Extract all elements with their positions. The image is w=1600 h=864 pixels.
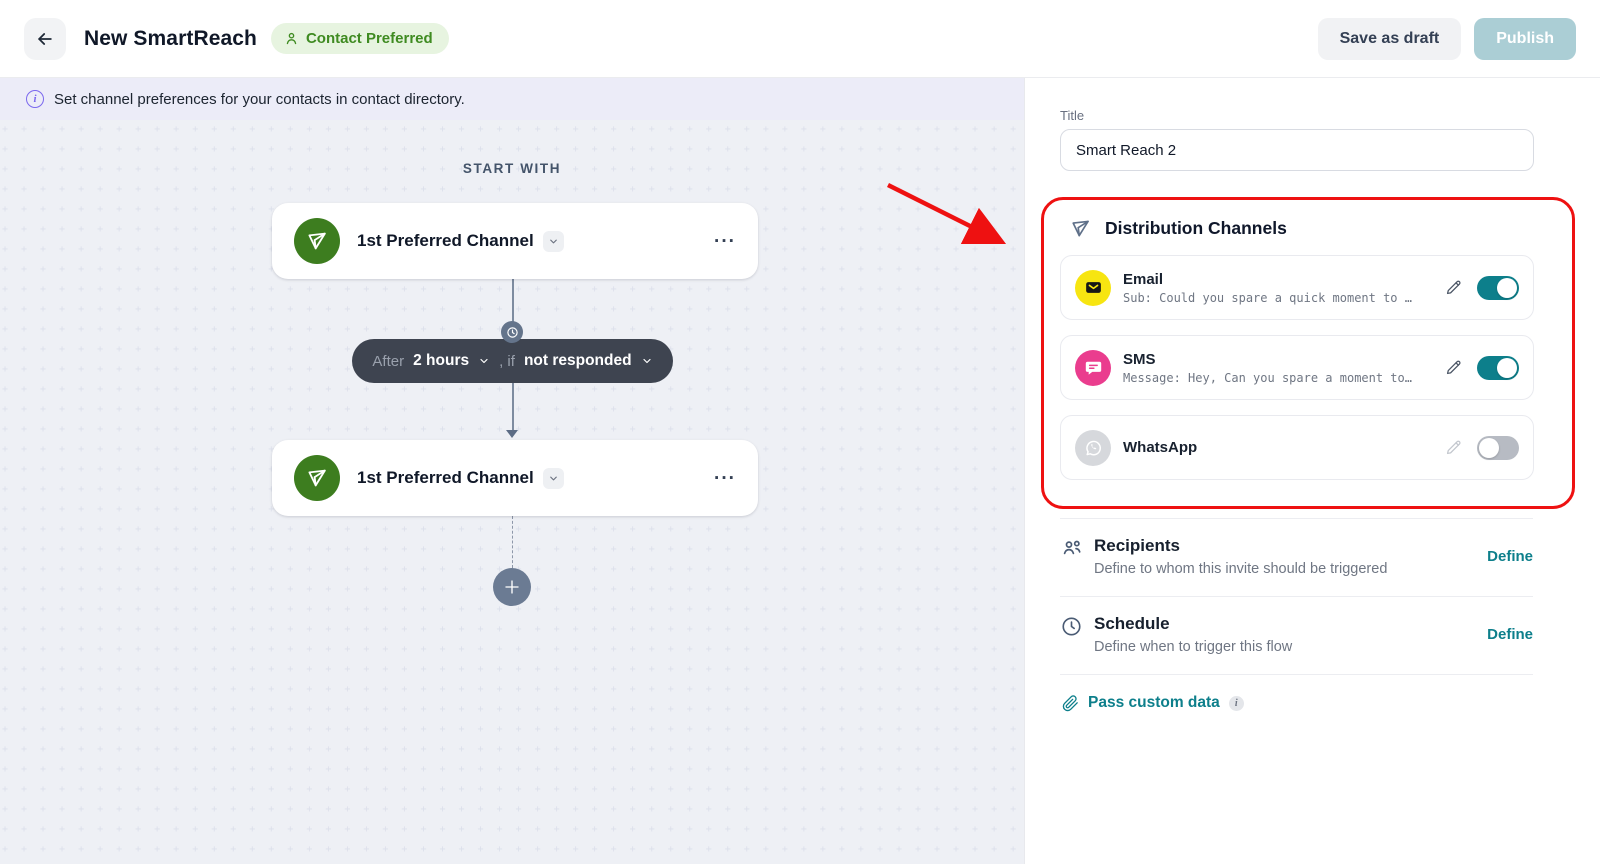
recipients-define-link[interactable]: Define	[1487, 548, 1533, 565]
section-divider	[1060, 596, 1533, 597]
chevron-down-icon[interactable]	[641, 355, 653, 367]
distribution-channels-title: Distribution Channels	[1105, 218, 1287, 238]
node-dropdown-toggle[interactable]	[542, 467, 564, 489]
channel-preview: Sub: Could you spare a quick moment to …	[1123, 290, 1412, 305]
flow-node-first-preferred-channel-1[interactable]: 1st Preferred Channel ···	[272, 203, 758, 279]
delay-condition-select[interactable]: not responded	[523, 352, 632, 369]
toggle-knob	[1497, 277, 1517, 298]
title-field-label: Title	[1060, 108, 1085, 123]
publish-button[interactable]: Publish	[1474, 17, 1576, 60]
channel-name: SMS	[1123, 350, 1156, 368]
channel-name: WhatsApp	[1123, 439, 1198, 456]
section-divider	[1060, 518, 1533, 519]
whatsapp-toggle[interactable]	[1477, 435, 1519, 460]
node-more-menu[interactable]: ···	[714, 230, 736, 252]
recipients-title: Recipients	[1094, 536, 1180, 555]
arrow-left-icon	[35, 29, 55, 49]
chevron-down-icon	[548, 236, 559, 247]
email-icon	[1075, 269, 1111, 306]
whatsapp-icon	[1075, 429, 1111, 466]
start-with-label: START WITH	[462, 161, 562, 176]
node-dropdown-toggle[interactable]	[542, 230, 564, 252]
plus-icon	[503, 578, 521, 596]
schedule-section: Schedule Define when to trigger this flo…	[1060, 597, 1533, 674]
chevron-down-icon	[548, 473, 559, 484]
channel-preview: Message: Hey, Can you spare a moment to…	[1123, 370, 1412, 385]
recipients-subtitle: Define to whom this invite should be tri…	[1094, 561, 1388, 577]
toggle-knob	[1479, 437, 1499, 458]
info-banner: i Set channel preferences for your conta…	[0, 78, 1024, 120]
page-title: New SmartReach	[84, 26, 257, 50]
node-label: 1st Preferred Channel	[357, 231, 534, 250]
back-button[interactable]	[24, 17, 66, 60]
person-icon	[284, 31, 299, 46]
schedule-title: Schedule	[1094, 614, 1170, 633]
edit-pencil-icon[interactable]	[1444, 358, 1463, 377]
pass-custom-data-link[interactable]: Pass custom data i	[1060, 675, 1533, 712]
distribution-channels-header: Distribution Channels	[1068, 216, 1533, 241]
info-icon: i	[1228, 695, 1244, 711]
save-as-draft-button[interactable]: Save as draft	[1317, 17, 1462, 60]
top-header: New SmartReach Contact Preferred Save as…	[0, 0, 1600, 78]
recipients-people-icon	[1060, 537, 1086, 561]
paperclip-icon	[1062, 694, 1079, 712]
chevron-down-icon[interactable]	[478, 355, 490, 367]
schedule-clock-icon	[1060, 615, 1086, 638]
node-more-menu[interactable]: ···	[714, 467, 736, 489]
settings-sidebar: Title Distribution Channels Email Sub: C…	[1024, 78, 1600, 864]
contact-preferred-badge: Contact Preferred	[270, 23, 449, 54]
delay-connector: , if	[499, 352, 515, 370]
flow-canvas[interactable]: ++++++++++++++++++++++++++++++++++++++++…	[0, 78, 1024, 864]
recipients-section: Recipients Define to whom this invite sh…	[1060, 519, 1533, 596]
sms-icon	[1075, 349, 1111, 386]
schedule-subtitle: Define when to trigger this flow	[1094, 639, 1293, 655]
connector-line-1	[512, 279, 514, 331]
flow-node-first-preferred-channel-2[interactable]: 1st Preferred Channel ···	[272, 440, 758, 516]
title-input[interactable]	[1060, 129, 1534, 171]
channel-funnel-icon	[294, 455, 340, 501]
edit-pencil-icon[interactable]	[1444, 278, 1463, 297]
node-label: 1st Preferred Channel	[357, 468, 534, 487]
delay-duration-select[interactable]: 2 hours	[413, 352, 470, 369]
channel-card-whatsapp[interactable]: WhatsApp	[1060, 415, 1534, 480]
badge-label: Contact Preferred	[305, 30, 433, 47]
connector-line-dashed	[512, 516, 513, 568]
connector-arrowhead	[506, 430, 518, 438]
pass-custom-data-label: Pass custom data	[1088, 694, 1220, 711]
distribution-channels-annotation: Distribution Channels Email Sub: Could y…	[1041, 197, 1575, 509]
channel-card-sms[interactable]: SMS Message: Hey, Can you spare a moment…	[1060, 335, 1534, 400]
sms-toggle[interactable]	[1477, 355, 1519, 380]
email-toggle[interactable]	[1477, 275, 1519, 300]
schedule-define-link[interactable]: Define	[1487, 626, 1533, 643]
edit-pencil-icon[interactable]	[1444, 438, 1463, 457]
channel-funnel-icon	[294, 218, 340, 264]
toggle-knob	[1497, 357, 1517, 378]
title-field-group: Title	[1060, 108, 1534, 171]
delay-clock-icon	[501, 321, 523, 343]
funnel-icon	[1068, 216, 1093, 241]
connector-line-2	[512, 383, 514, 433]
add-step-button[interactable]	[493, 568, 531, 606]
channel-card-email[interactable]: Email Sub: Could you spare a quick momen…	[1060, 255, 1534, 320]
delay-condition-pill: After 2 hours , if not responded	[352, 339, 673, 383]
channel-name: Email	[1123, 270, 1164, 288]
info-icon: i	[26, 90, 44, 108]
section-divider	[1060, 674, 1533, 675]
delay-prefix: After	[372, 352, 405, 370]
info-banner-text: Set channel preferences for your contact…	[54, 90, 465, 108]
